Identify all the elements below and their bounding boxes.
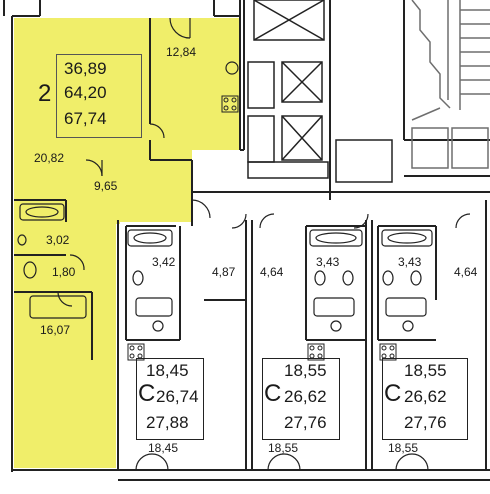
bathtub-icon [19,203,433,319]
highlighted-apartment-fill [14,18,240,468]
walls [3,0,490,481]
stair-icon [411,0,490,169]
elevator-icon [253,0,325,161]
toilet-icon [17,234,422,286]
sink-icon [152,61,414,332]
shaft-icon [247,61,393,183]
door-swing-icon [57,17,471,471]
